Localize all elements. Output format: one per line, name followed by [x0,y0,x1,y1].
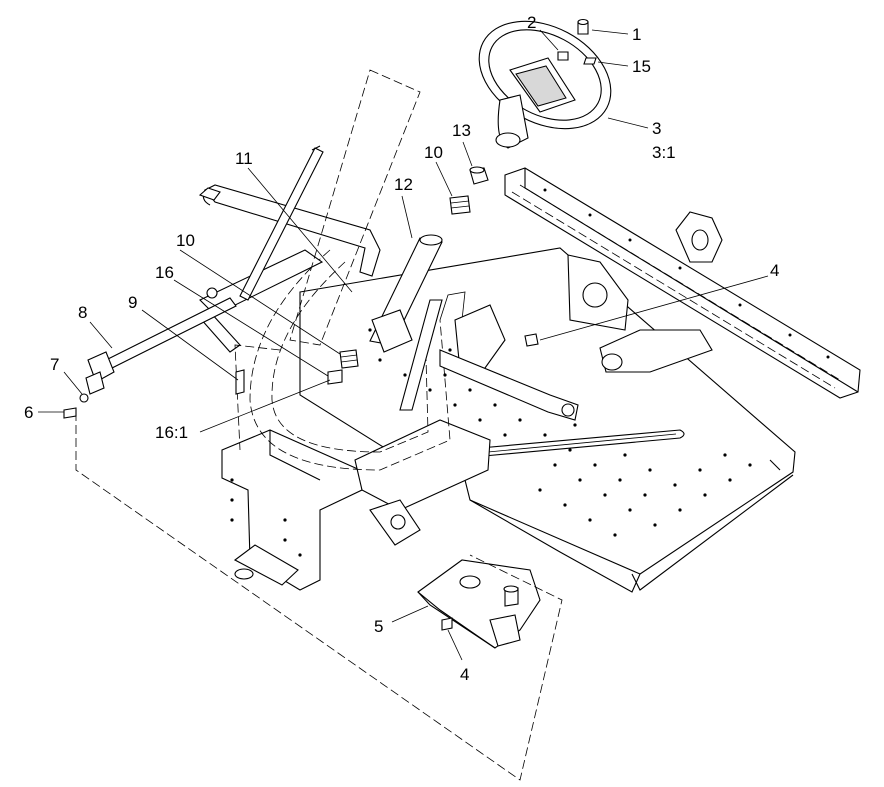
callout-6: 6 [24,403,33,422]
curved-frame-tube [249,249,466,471]
callout-7: 7 [50,355,59,374]
callout-10-lower: 10 [176,231,195,250]
callout-4-upper: 4 [770,261,779,280]
assembly-guide-lines [75,412,563,781]
bearing-lower [339,349,359,369]
pin [235,369,245,395]
front-pedestal-frame [221,419,491,591]
leader-lines [38,29,769,661]
upper-frame-tube [198,184,381,277]
callout-2: 2 [527,13,536,32]
callout-3-1: 3:1 [652,143,676,162]
wheel-screw [583,57,597,65]
callout-16: 16 [155,263,174,282]
callout-3: 3 [652,119,661,138]
steering-gearbox [417,559,541,649]
callout-15: 15 [632,57,651,76]
callout-4-lower: 4 [460,665,469,684]
callout-10-upper: 10 [424,143,443,162]
callout-5: 5 [374,617,383,636]
link-arm [439,349,579,421]
steering-column [369,234,443,353]
callout-13: 13 [452,121,471,140]
callout-labels: 1 2 15 3 3:1 13 10 11 12 10 16 4 8 9 7 6… [24,13,779,684]
rear-cross-member [504,167,861,399]
wheel-cap [577,18,589,35]
steering-wheel [478,20,612,149]
wheel-nut [557,51,569,61]
callout-9: 9 [128,293,137,312]
nut-lower [441,617,453,631]
bushing [469,166,489,185]
nut-upper [524,333,539,347]
universal-joint [85,351,115,395]
bolt [63,407,77,419]
callout-8: 8 [78,303,87,322]
lock-nut [79,393,89,403]
rear-mount-bracket [567,254,713,373]
callout-12: 12 [394,175,413,194]
callout-11: 11 [235,149,253,168]
bearing-upper [449,195,471,215]
steering-shaft-long [239,145,324,301]
callout-16-1: 16:1 [155,423,188,442]
callout-1: 1 [632,25,641,44]
retaining-clip [327,369,343,385]
